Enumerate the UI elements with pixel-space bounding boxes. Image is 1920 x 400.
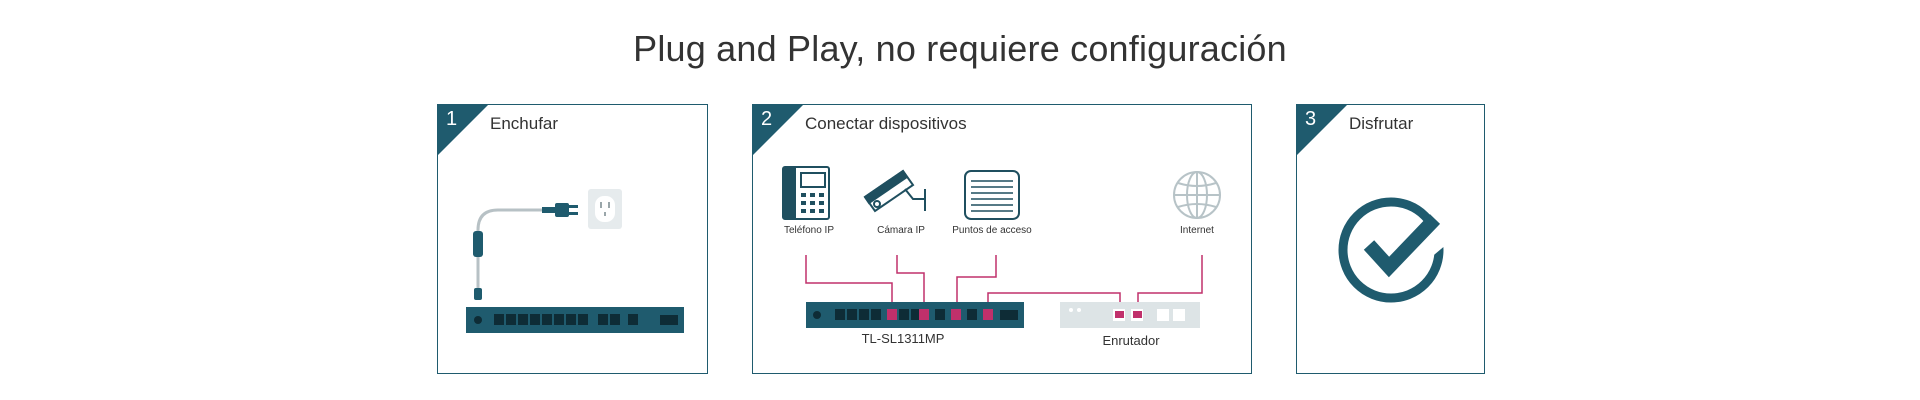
switch-model-label: TL-SL1311MP — [862, 331, 945, 346]
step-card-plug: 1 Enchufar — [437, 104, 708, 374]
step-number: 2 — [761, 108, 773, 130]
ip-phone-icon — [782, 166, 830, 220]
connect-illustration: Teléfono IP Cámara IP Puntos de acceso — [782, 166, 1221, 348]
device-label-access-points: Puntos de acceso — [952, 225, 1032, 236]
device-label-camera: Cámara IP — [877, 225, 925, 236]
step-card-enjoy: 3 Disfrutar — [1296, 104, 1485, 374]
step-corner-badge — [437, 104, 489, 156]
globe-icon — [1173, 171, 1221, 219]
switch-device-icon — [466, 307, 684, 333]
router-device-icon — [1060, 302, 1200, 328]
step-number: 3 — [1305, 108, 1317, 130]
ip-camera-icon — [863, 169, 926, 213]
page-title: Plug and Play, no requiere configuración — [633, 28, 1287, 70]
power-plug-icon — [542, 203, 578, 217]
enjoy-illustration — [1338, 197, 1464, 303]
step-corner-badge — [752, 104, 804, 156]
device-label-phone: Teléfono IP — [784, 225, 834, 236]
device-label-internet: Internet — [1180, 225, 1214, 236]
power-cable — [476, 208, 542, 270]
cable-ferrite — [473, 231, 483, 257]
network-cables — [805, 255, 1203, 305]
step-corner-badge — [1296, 104, 1348, 156]
access-point-icon — [964, 170, 1020, 220]
step-title: Disfrutar — [1349, 114, 1414, 133]
step-title: Enchufar — [490, 114, 559, 133]
plug-illustration — [466, 189, 684, 333]
step-card-connect: 2 Conectar dispositivos Teléfono IP Cáma… — [752, 104, 1252, 374]
switch-device-icon — [806, 302, 1024, 328]
step-title: Conectar dispositivos — [805, 114, 967, 133]
step-number: 1 — [446, 108, 458, 130]
wall-outlet-icon — [588, 189, 622, 229]
checkmark-circle-icon — [1338, 197, 1464, 303]
router-label: Enrutador — [1102, 333, 1160, 348]
